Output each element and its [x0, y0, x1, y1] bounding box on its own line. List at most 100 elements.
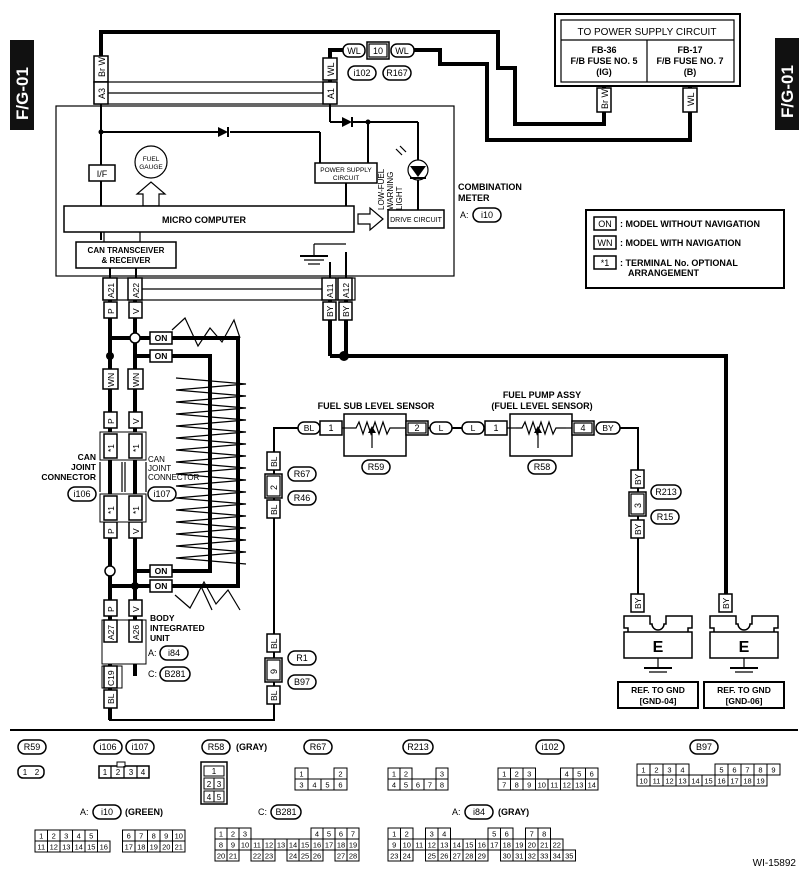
svg-text:A12: A12 [341, 283, 351, 298]
pin-label: 17 [125, 843, 133, 852]
svg-text:R167: R167 [386, 68, 408, 78]
svg-text:ON: ON [155, 581, 168, 591]
svg-text:ARRANGEMENT: ARRANGEMENT [628, 268, 700, 278]
svg-text:Br W: Br W [600, 88, 610, 109]
svg-text:BL: BL [269, 456, 279, 467]
pin-label: 9 [392, 841, 396, 850]
pin-label: 2 [405, 830, 409, 839]
pin-label: 32 [528, 852, 536, 861]
svg-text:R58: R58 [534, 462, 551, 472]
svg-text:B281: B281 [164, 669, 185, 679]
page-tag-right: F/G-01 [775, 38, 799, 130]
svg-text:CONNECTOR: CONNECTOR [148, 473, 200, 482]
pin-label: 20 [528, 841, 536, 850]
svg-text:E: E [739, 639, 750, 656]
svg-text:BL: BL [269, 638, 279, 649]
svg-text:Br W: Br W [97, 56, 107, 77]
meter-top-wire-labels: Br W WL [93, 55, 338, 83]
pin-label: 6 [339, 830, 343, 839]
pin-label: 4 [312, 781, 316, 790]
pin-label: 14 [75, 843, 83, 852]
svg-text:CAN: CAN [148, 455, 165, 464]
can-joint-connectors: *1 *1 *1 *1 CAN JOINT CONNECTOR i106 CAN… [41, 431, 200, 523]
svg-text:4: 4 [580, 423, 585, 433]
pin-label: 3 [299, 781, 303, 790]
pin-label: 3 [430, 830, 434, 839]
pin-label: 23 [390, 852, 398, 861]
pin-label: 29 [478, 852, 486, 861]
pin-label: 6 [590, 770, 594, 779]
pin-label: 8 [515, 781, 519, 790]
svg-text:INTEGRATED: INTEGRATED [150, 623, 205, 633]
svg-text:BY: BY [633, 473, 643, 485]
pin-label: 1 [219, 830, 223, 839]
connector-view-r58: R58 (GRAY) 1 2 3 4 5 6 [200, 739, 267, 805]
svg-text:*1: *1 [131, 506, 141, 514]
svg-text:P: P [106, 528, 116, 534]
pin-label: 3 [527, 770, 531, 779]
pin-label: 10 [639, 777, 647, 786]
svg-text:B97: B97 [294, 677, 310, 687]
svg-text:JOINT: JOINT [71, 462, 97, 472]
svg-text:E: E [653, 639, 664, 656]
svg-text:i107: i107 [131, 742, 148, 752]
pin-label: 11 [415, 841, 423, 850]
svg-text:METER: METER [458, 193, 490, 203]
svg-text:FUEL: FUEL [143, 156, 160, 163]
on-labels: ON ON ON ON [149, 331, 173, 593]
svg-text:[GND-04]: [GND-04] [640, 696, 677, 706]
svg-text:1: 1 [328, 423, 333, 433]
pin-label: 31 [515, 852, 523, 861]
pin-label: 17 [325, 841, 333, 850]
svg-text:ON: ON [155, 333, 168, 343]
svg-text:P: P [106, 418, 116, 424]
svg-text:BY: BY [602, 423, 614, 433]
pin-label: 11 [653, 777, 661, 786]
pin-label: 34 [553, 852, 561, 861]
pin-label: 8 [758, 766, 762, 775]
pin-label: 8 [542, 830, 546, 839]
svg-text:BL: BL [269, 504, 279, 515]
pin-label: 9 [771, 766, 775, 775]
svg-text:WL: WL [395, 46, 409, 56]
svg-text:R15: R15 [657, 512, 674, 522]
pin-label: 12 [563, 781, 571, 790]
fuel-sub-level-sensor: FUEL SUB LEVEL SENSOR BL 1 2 L R59 [297, 401, 470, 475]
pin-label: 5 [404, 781, 408, 790]
svg-text:ON: ON [155, 351, 168, 361]
svg-text:L: L [471, 423, 476, 433]
pin-label: 28 [349, 852, 357, 861]
pin-label: 1 [502, 770, 506, 779]
pin-label: 7 [351, 830, 355, 839]
pin-label: 7 [530, 830, 534, 839]
pin-label: 28 [465, 852, 473, 861]
svg-text:LIGHT: LIGHT [395, 186, 404, 210]
legend: ON : MODEL WITHOUT NAVIGATION WN : MODEL… [585, 209, 785, 289]
svg-text:*1: *1 [601, 258, 610, 268]
page-tag-left: F/G-01 [10, 40, 34, 130]
pin-label: 5 [325, 781, 329, 790]
svg-text:FUEL SUB LEVEL SENSOR: FUEL SUB LEVEL SENSOR [318, 401, 435, 411]
svg-text:REF. TO GND: REF. TO GND [631, 685, 685, 695]
svg-text:BL: BL [106, 693, 116, 704]
pin-label: 27 [453, 852, 461, 861]
svg-text:i107: i107 [153, 489, 170, 499]
pin-label: 2 [404, 770, 408, 779]
svg-text:A:: A: [452, 807, 461, 817]
pin-label: 19 [756, 777, 764, 786]
pin-label: 8 [440, 781, 444, 790]
power-supply-title: TO POWER SUPPLY CIRCUIT [578, 27, 717, 38]
svg-text:R59: R59 [368, 462, 385, 472]
pin-label: 16 [478, 841, 486, 850]
svg-text:2: 2 [116, 768, 121, 777]
pin-label: 5 [719, 766, 723, 775]
svg-text:BY: BY [633, 597, 643, 609]
pin-label: 20 [217, 852, 225, 861]
svg-text:CIRCUIT: CIRCUIT [333, 175, 359, 182]
pin-label: 18 [337, 841, 345, 850]
svg-text:i84: i84 [473, 807, 485, 817]
